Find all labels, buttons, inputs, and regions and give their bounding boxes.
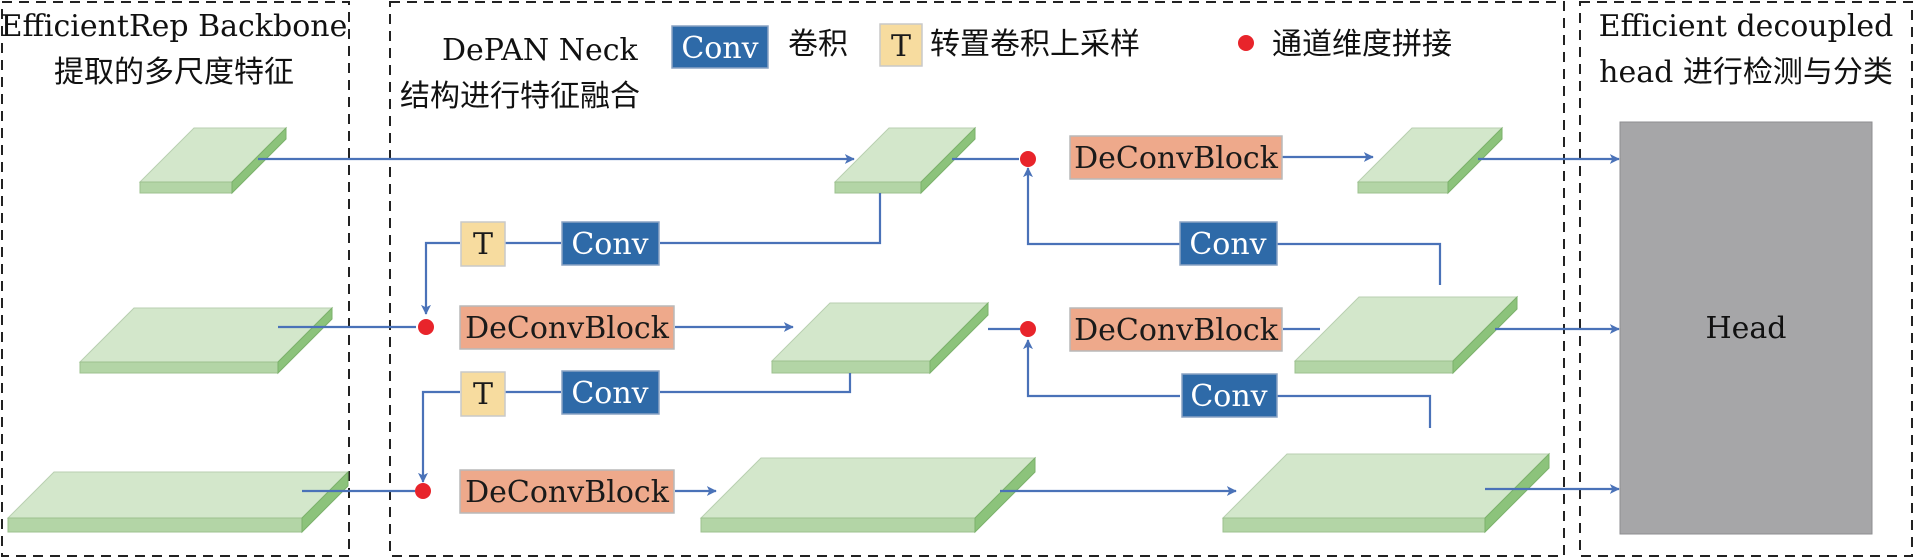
neck-feature-map-bottom	[699, 456, 1037, 534]
head-label: Head	[1705, 311, 1786, 346]
transpose-conv-block-2	[460, 371, 506, 417]
neck-out-feature-map-bottom	[1221, 452, 1551, 534]
neck-feature-map-top	[833, 126, 977, 195]
conv-block-bottom-up-1	[1179, 221, 1278, 266]
conv-block-bottom-up-2-label: Conv	[1190, 379, 1267, 414]
transpose-conv-block-1-label: T	[473, 227, 493, 262]
neck-out-feature-map-mid-top-face	[1293, 296, 1519, 362]
legend-t-desc: 转置卷积上采样	[930, 27, 1140, 62]
backbone-feature-map-p3-top-face	[6, 471, 350, 519]
deconv-block-mid-right-label: DeConvBlock	[1074, 313, 1279, 348]
neck-out-feature-map-top-front-face	[1357, 181, 1449, 194]
backbone-title-line1: EfficientRep Backbone	[1, 9, 348, 44]
conv-block-bottom-up-1-label: Conv	[1189, 227, 1266, 262]
neck-feature-map-top-side-face	[920, 126, 976, 195]
head-title-line1: Efficient decoupled	[1599, 9, 1894, 44]
neck-out-feature-map-mid-side-face	[1452, 295, 1518, 375]
deconv-block-bottom	[459, 469, 675, 514]
deconv-block-mid-left-label: DeConvBlock	[465, 311, 670, 346]
neck-out-feature-map-mid	[1293, 295, 1519, 375]
deconv-block-top-right-label: DeConvBlock	[1074, 141, 1279, 176]
arrow-t-to-concat-mid	[421, 241, 460, 315]
legend-conv-desc: 卷积	[788, 27, 848, 62]
legend-t-label: T	[891, 29, 911, 64]
neck-feature-map-bottom-side-face	[974, 456, 1036, 534]
line-top-down-to-conv-1	[660, 193, 882, 245]
neck-feature-map-mid-top-face	[770, 302, 990, 362]
backbone-feature-map-p3	[6, 470, 350, 534]
backbone-title-line2: 提取的多尺度特征	[54, 55, 294, 90]
conv-block-top-down-1	[561, 221, 660, 266]
neck-out-feature-map-bottom-front-face	[1222, 517, 1486, 533]
neck-feature-map-mid-side-face	[929, 301, 989, 375]
neck-feature-map-mid-front-face	[771, 360, 931, 374]
concat-dot-mid-left	[418, 319, 434, 335]
transpose-conv-block-1	[460, 221, 506, 267]
deconv-block-mid-right	[1069, 307, 1283, 352]
backbone-feature-map-p5-front-face	[139, 181, 233, 194]
arrow-conv-to-concat-mid	[1023, 339, 1180, 398]
backbone-feature-map-p4	[78, 306, 334, 375]
neck-section-frame	[389, 1, 1565, 557]
line-bottom-up-bottom-to-conv	[1277, 394, 1432, 428]
legend-conv-box	[671, 25, 769, 69]
backbone-feature-map-p5-side-face	[231, 126, 287, 195]
neck-feature-map-bottom-front-face	[700, 517, 976, 533]
backbone-feature-map-p3-front-face	[7, 517, 303, 533]
neck-title-line2: 结构进行特征融合	[400, 79, 640, 114]
head-block	[1619, 121, 1873, 535]
legend-concat-desc: 通道维度拼接	[1272, 27, 1452, 62]
legend-t-box	[879, 23, 923, 67]
deconv-block-bottom-label: DeConvBlock	[465, 475, 670, 510]
neck-out-feature-map-bottom-side-face	[1484, 452, 1550, 534]
neck-out-feature-map-top	[1356, 126, 1504, 195]
neck-out-feature-map-mid-front-face	[1294, 360, 1454, 374]
arrow-t-to-concat-bottom	[418, 390, 460, 483]
concat-dot-bottom	[415, 483, 431, 499]
backbone-feature-map-p4-front-face	[79, 361, 279, 374]
flow-lines	[258, 152, 1620, 496]
conv-block-bottom-up-2	[1181, 373, 1278, 418]
neck-feature-map-top-front-face	[834, 181, 922, 194]
arrow-conv-to-concat-top	[1023, 167, 1180, 246]
concat-dot-top	[1020, 151, 1036, 167]
neck-out-feature-map-top-side-face	[1447, 126, 1503, 195]
transpose-conv-block-2-label: T	[473, 377, 493, 412]
backbone-feature-map-p3-side-face	[301, 470, 349, 534]
neck-feature-map-mid	[770, 301, 990, 375]
line-top-down-to-conv-2	[660, 373, 852, 394]
concat-dot-mid-right	[1020, 321, 1036, 337]
head-title-line2: head 进行检测与分类	[1599, 55, 1893, 90]
conv-block-top-down-2-label: Conv	[571, 376, 648, 411]
conv-block-top-down-2	[561, 370, 660, 415]
deconv-block-top-right	[1069, 135, 1283, 180]
legend-conv-label: Conv	[681, 31, 758, 66]
backbone-section-frame	[1, 1, 350, 557]
neck-title-line1: DePAN Neck	[442, 33, 638, 68]
conv-block-top-down-1-label: Conv	[571, 227, 648, 262]
legend-concat-dot	[1238, 35, 1254, 51]
deconv-block-mid-left	[459, 305, 675, 350]
backbone-feature-map-p5	[138, 126, 288, 195]
line-bottom-up-mid-to-conv	[1277, 242, 1442, 285]
